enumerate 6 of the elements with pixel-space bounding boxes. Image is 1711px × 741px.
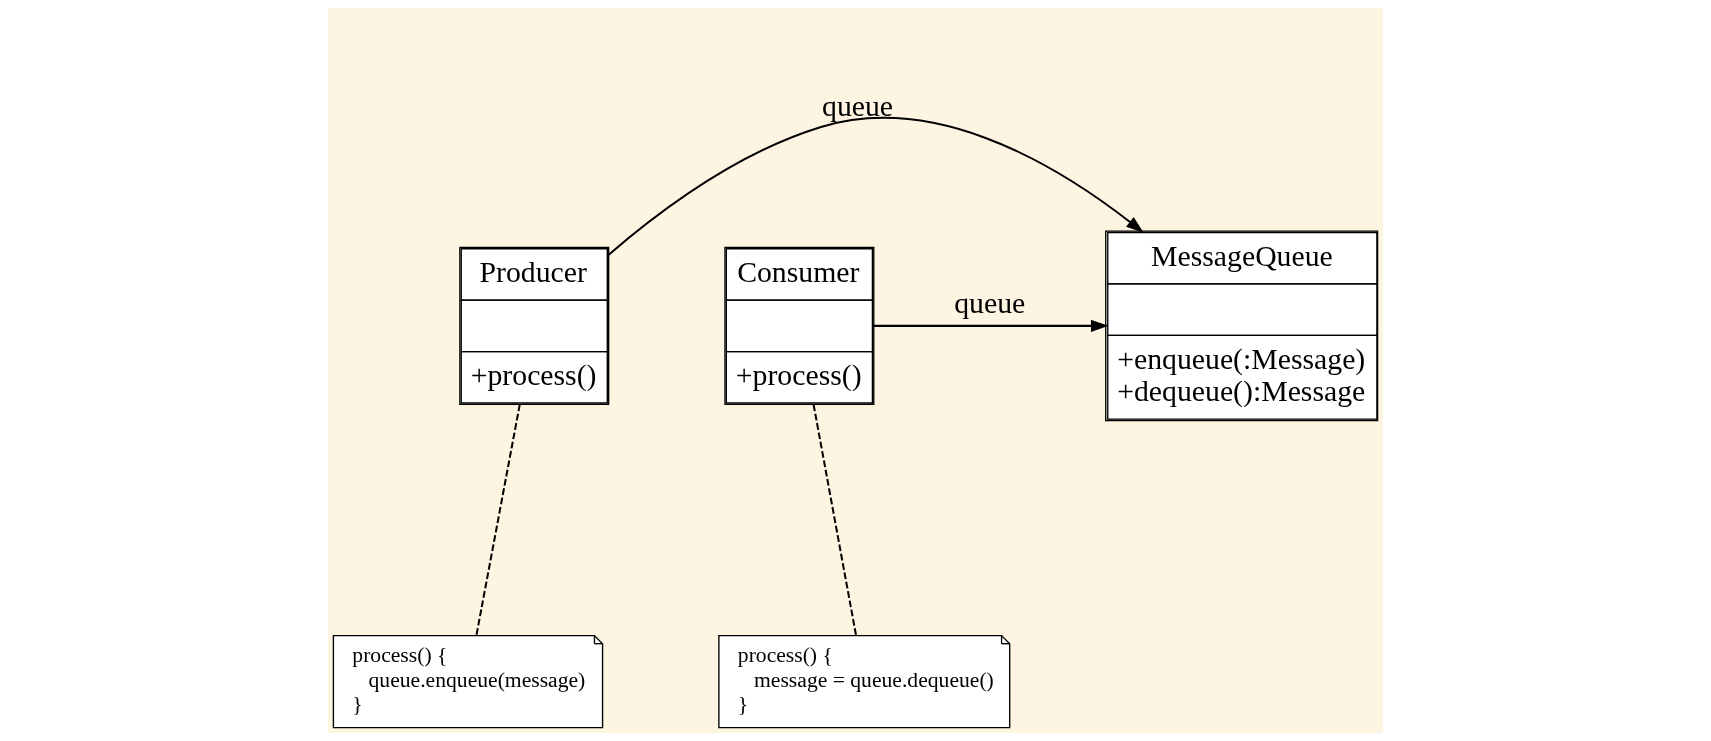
arrow [873, 319, 1109, 333]
edge-label: queue [954, 286, 1026, 320]
edge-label: queue [822, 88, 894, 122]
connector [475, 404, 521, 636]
arrow [608, 117, 1144, 256]
connector [812, 404, 858, 636]
